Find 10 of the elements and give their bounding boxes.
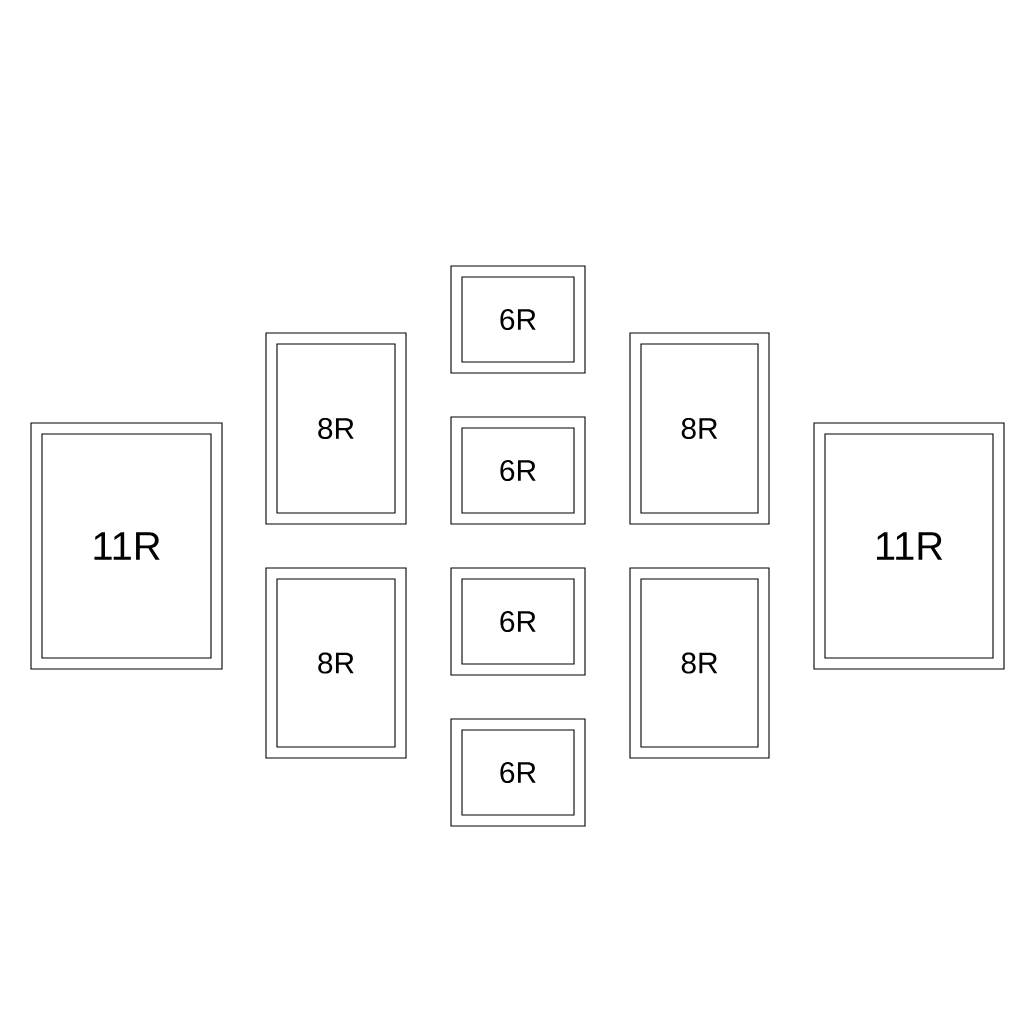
picture-frame: 6R — [450, 718, 586, 827]
picture-frame: 11R — [813, 422, 1005, 670]
picture-frame: 8R — [629, 332, 770, 525]
picture-frame: 11R — [30, 422, 223, 670]
picture-frame: 6R — [450, 567, 586, 676]
picture-frame: 8R — [265, 332, 407, 525]
picture-frame: 8R — [629, 567, 770, 759]
picture-frame: 8R — [265, 567, 407, 759]
picture-frame: 6R — [450, 416, 586, 525]
picture-frame: 6R — [450, 265, 586, 374]
